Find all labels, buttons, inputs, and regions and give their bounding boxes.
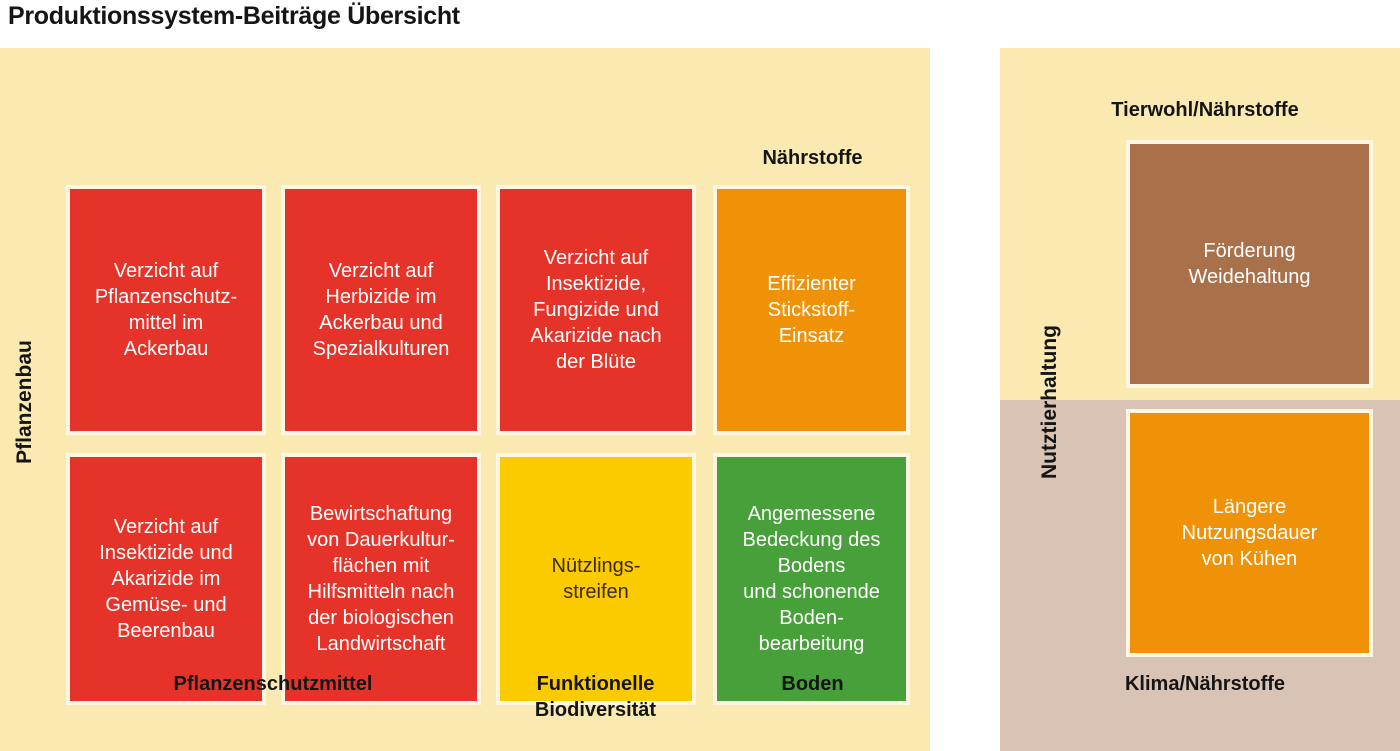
column-header-naehrstoffe: Nährstoffe <box>762 147 863 169</box>
column-footer-klima-naehrstoffe: Klima/Nährstoffe <box>1124 673 1286 695</box>
column-header-tierwohl-naehrstoffe: Tierwohl/Nährstoffe <box>1111 99 1299 121</box>
column-footer-boden: Boden <box>781 673 844 695</box>
axis-label-pflanzenbau: Pflanzenbau <box>13 340 36 464</box>
axis-label-nutztierhaltung: Nutztierhaltung <box>1038 325 1061 479</box>
column-footer-pflanzenschutzmittel: Pflanzenschutzmittel <box>173 673 373 695</box>
measure-label: Nützlings-streifen <box>551 555 641 603</box>
measure-box-nuetzlingsstreifen[interactable]: Nützlings-streifen <box>496 453 696 705</box>
page-title: Produktionssystem-Beiträge Übersicht <box>8 2 460 30</box>
